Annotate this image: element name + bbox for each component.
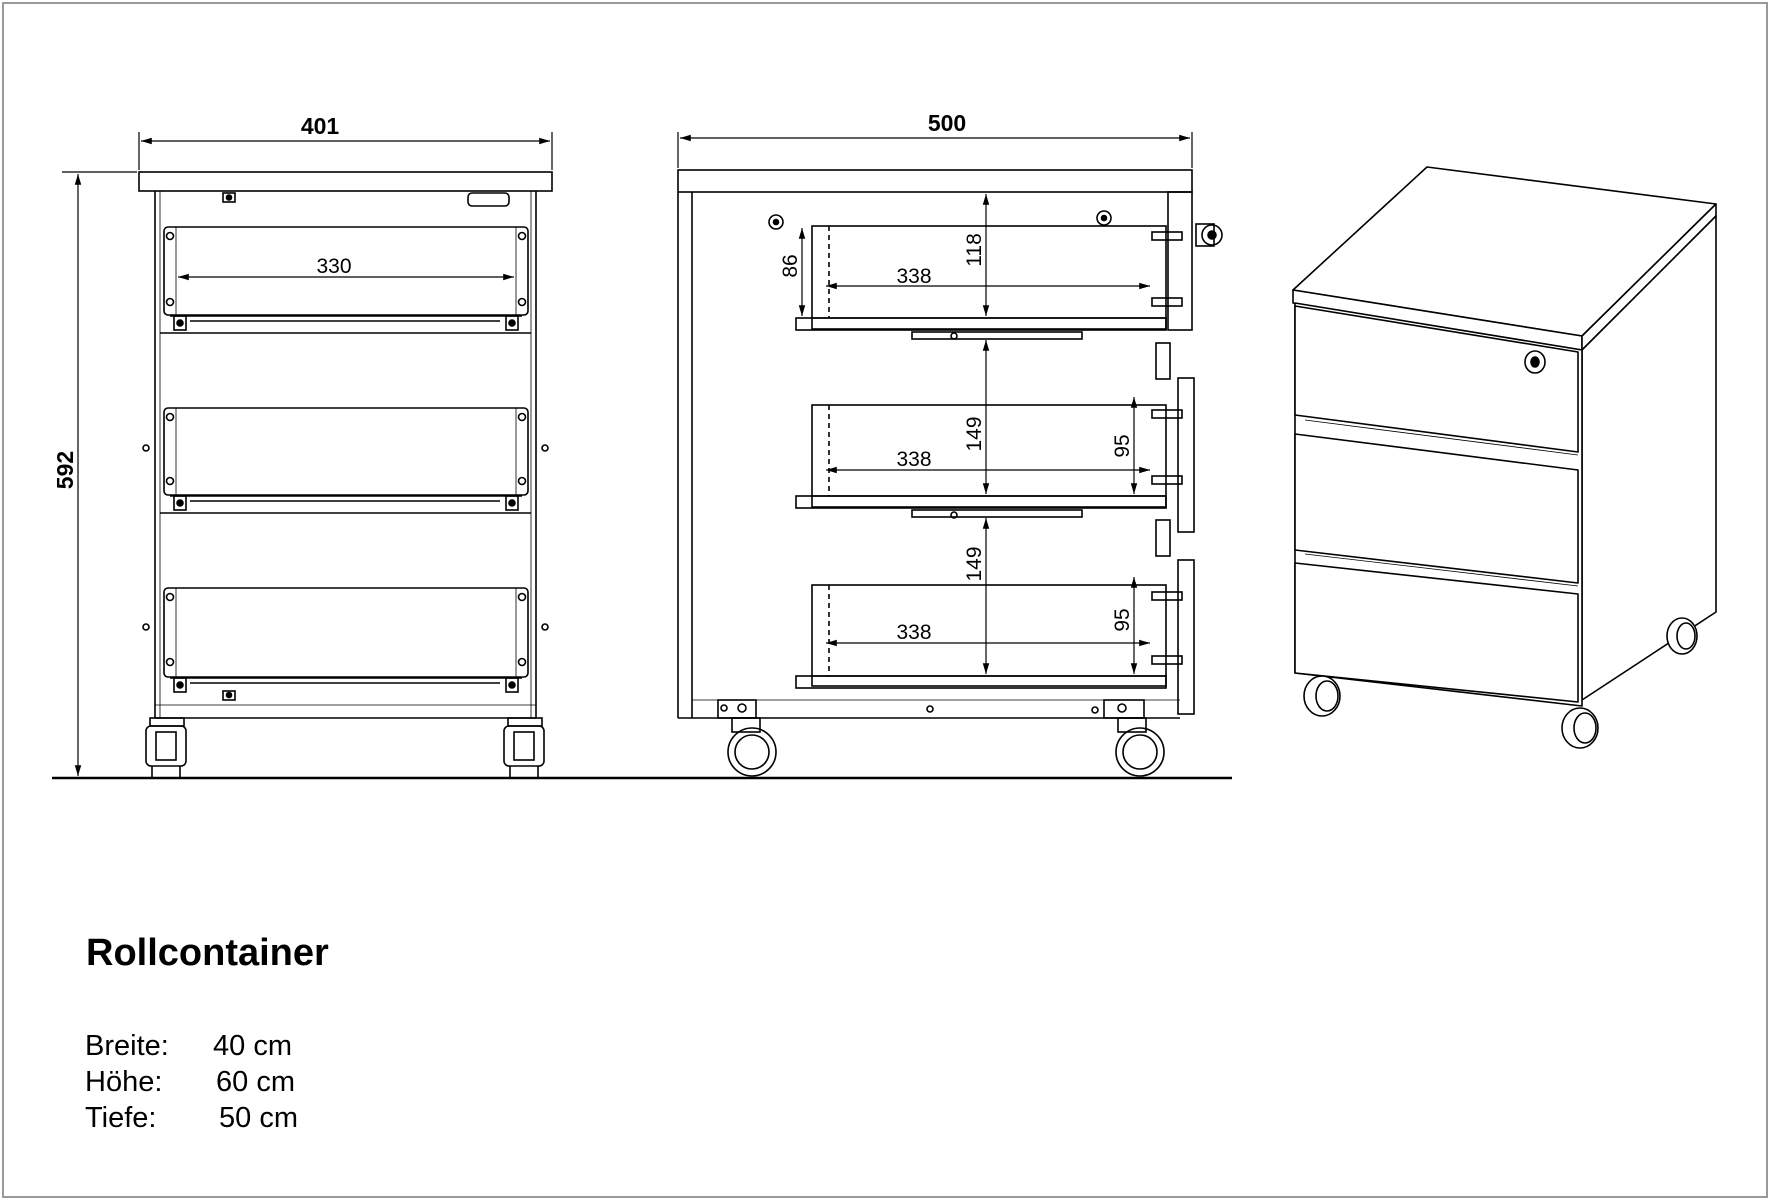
spec-value: 40 cm: [213, 1030, 292, 1062]
front-width-label: 401: [301, 113, 340, 139]
drawer-front-bottom: [1294, 562, 1579, 703]
spec-row-height: Höhe: 60 cm: [85, 1066, 295, 1099]
spec-row-depth: Tiefe: 50 cm: [85, 1102, 298, 1135]
spec-value: 50 cm: [219, 1102, 298, 1134]
bottom-drawer-pitch-label: 149: [963, 546, 986, 581]
spec-row-width: Breite: 40 cm: [85, 1030, 292, 1063]
drawer-inner-width-label: 330: [316, 255, 351, 278]
side-depth-label: 500: [928, 110, 966, 136]
product-title: Rollcontainer: [86, 932, 329, 974]
top-drawer-pitch-label: 118: [963, 233, 986, 266]
top-drawer-inner-height-label: 86: [779, 254, 802, 277]
drawer-front-middle: [1294, 433, 1579, 584]
spec-label: Tiefe:: [85, 1102, 157, 1134]
drawer1-depth-label: 338: [896, 265, 931, 288]
middle-drawer-pitch-label: 149: [963, 416, 986, 451]
perspective-view: [1292, 166, 1717, 749]
spec-label: Breite:: [85, 1030, 169, 1062]
spec-value: 60 cm: [216, 1066, 295, 1098]
drawer2-depth-label: 338: [896, 448, 931, 471]
front-height-label: 592: [52, 451, 78, 489]
drawer3-depth-label: 338: [896, 621, 931, 644]
bottom-drawer-inner-height-label: 95: [1111, 608, 1134, 631]
front-view: [138, 171, 553, 778]
side-dimensions: [677, 132, 1193, 674]
side-view: [677, 169, 1223, 777]
drawer-front-top: [1294, 305, 1579, 453]
front-dimensions: [62, 132, 553, 779]
middle-drawer-inner-height-label: 95: [1111, 434, 1134, 457]
spec-label: Höhe:: [85, 1066, 163, 1098]
